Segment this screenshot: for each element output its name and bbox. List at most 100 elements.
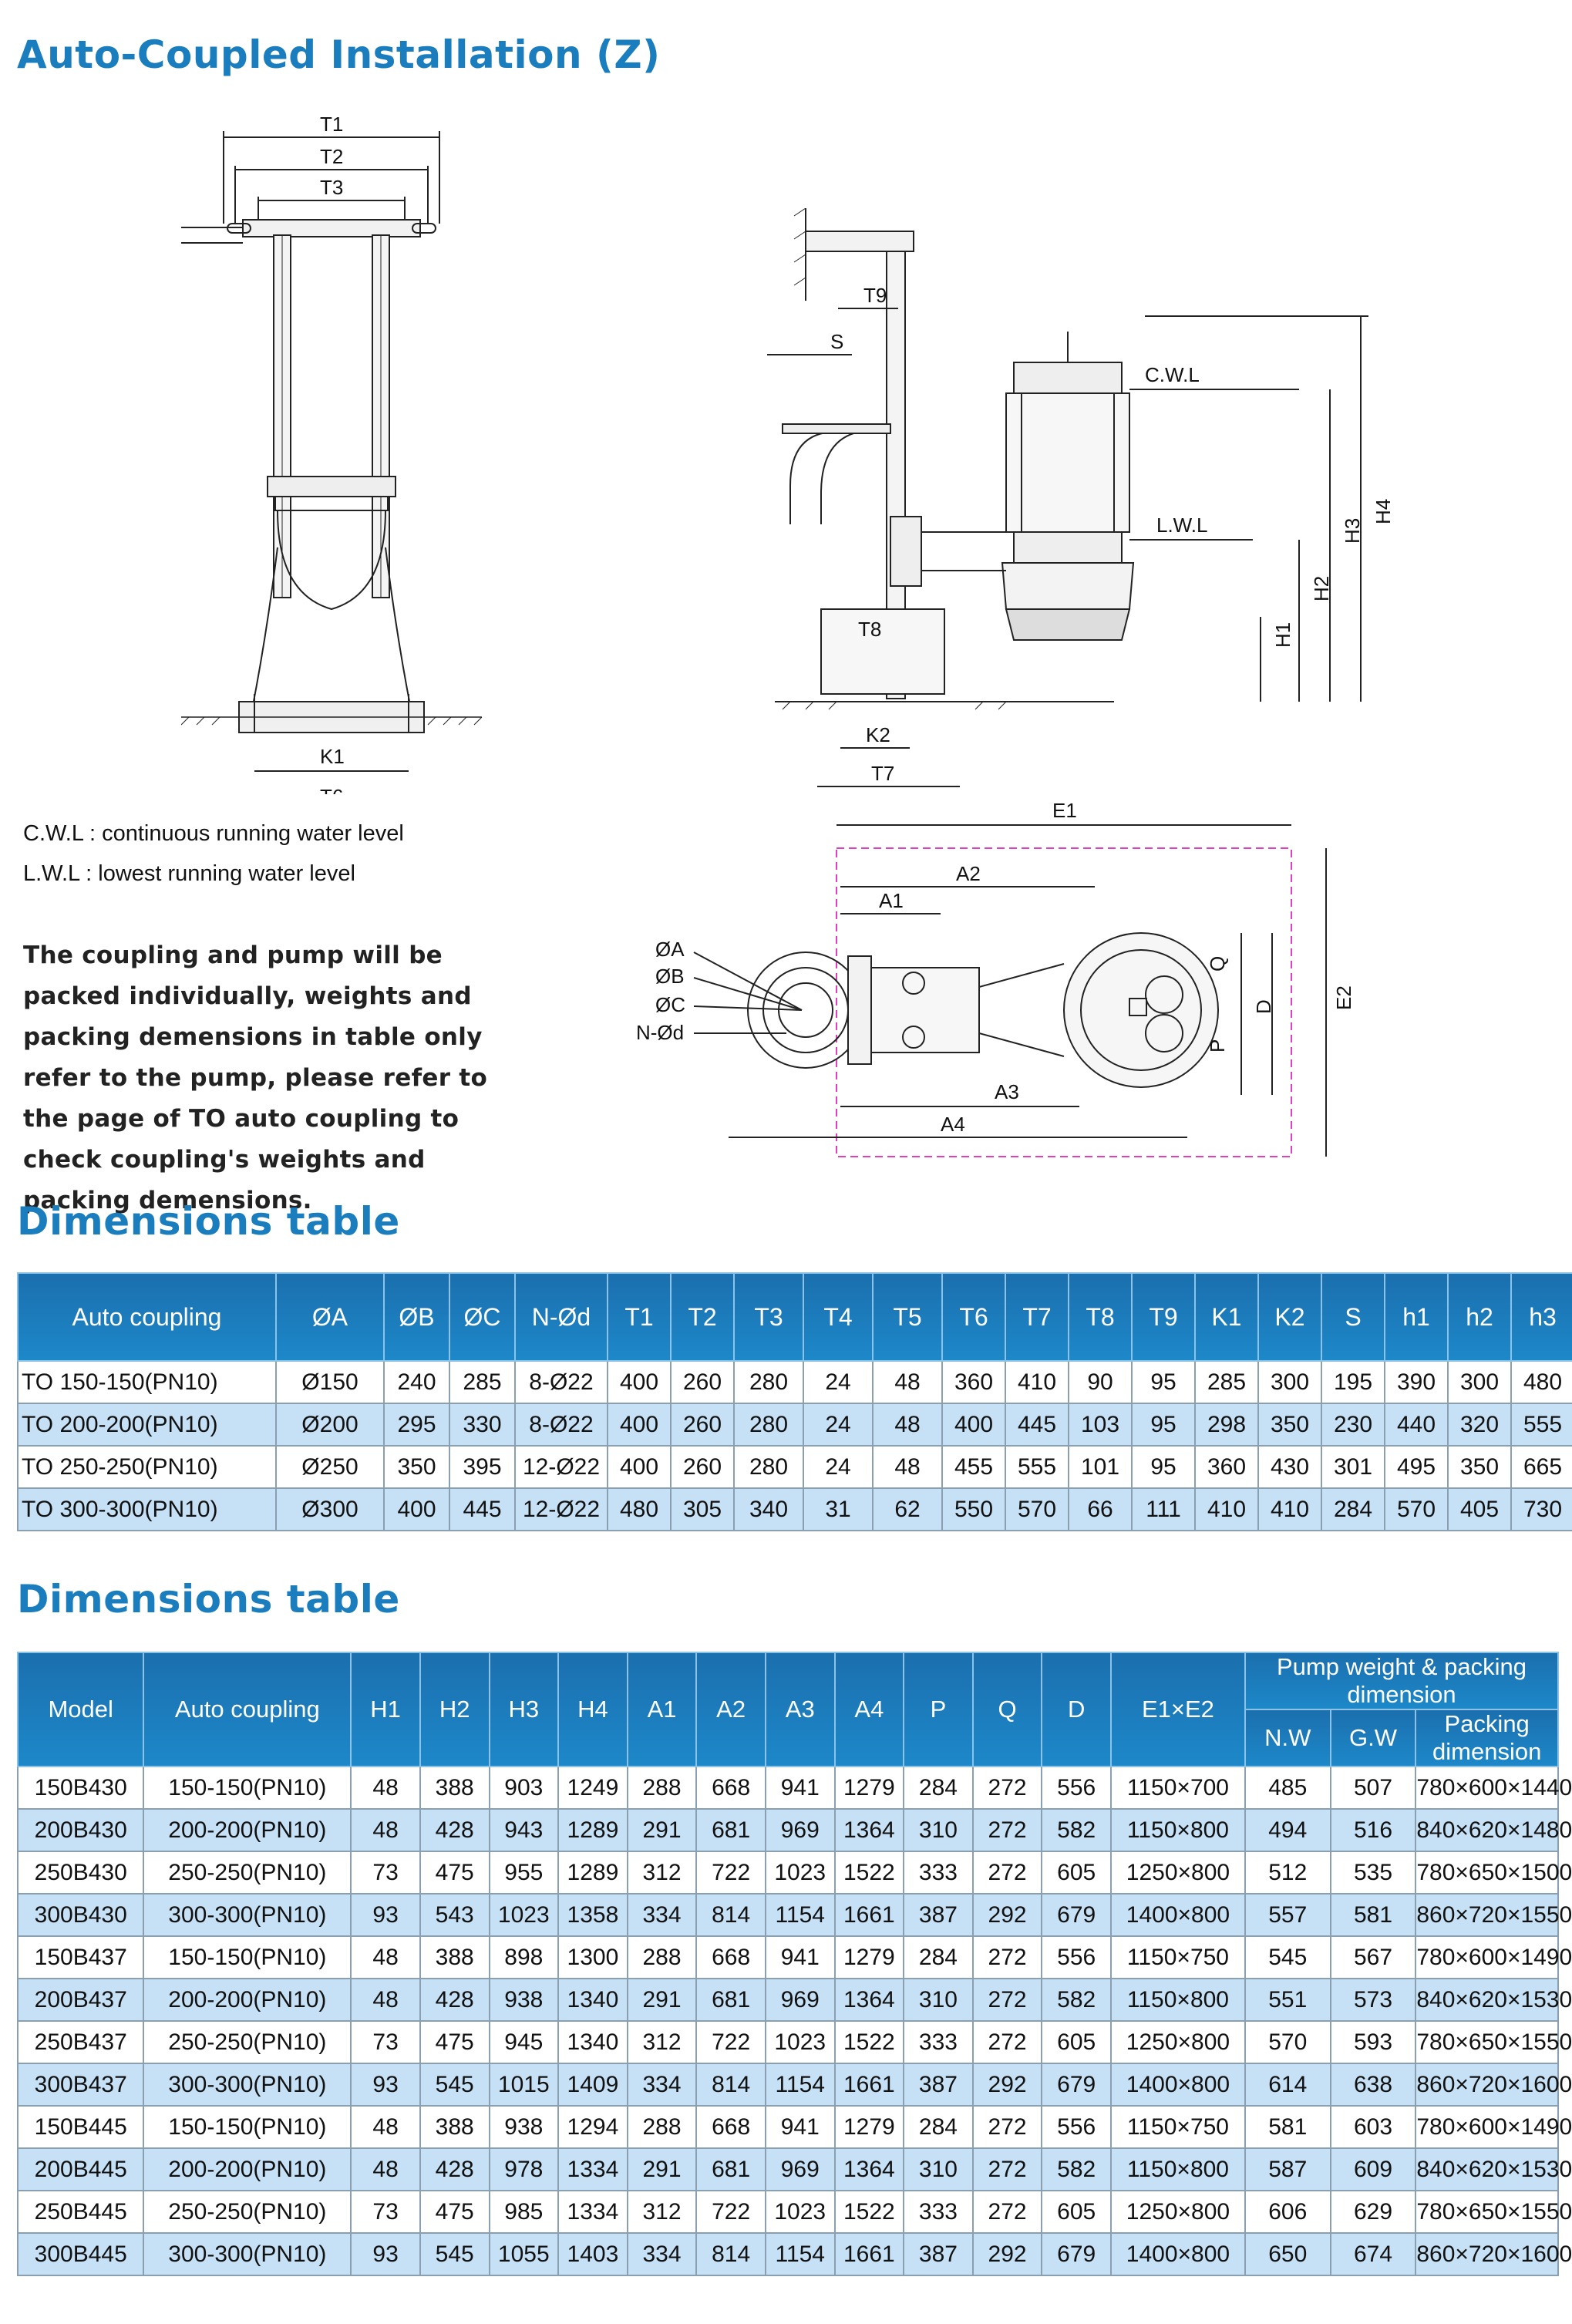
table-cell: 485 <box>1244 1766 1331 1810</box>
table-cell: 665 <box>1510 1445 1572 1489</box>
column-header: E1×E2 <box>1109 1652 1246 1767</box>
legend-row: L.W.L : lowest running water level <box>23 854 404 894</box>
table-cell: 62 <box>872 1487 943 1531</box>
table-cell: 605 <box>1041 2020 1112 2064</box>
table-cell: 840×620×1530 <box>1415 1978 1572 2022</box>
table-cell: 48 <box>350 1935 421 1979</box>
table-cell: 629 <box>1329 2190 1417 2234</box>
table-cell: 400 <box>607 1360 672 1404</box>
table-cell: 555 <box>1005 1445 1069 1489</box>
table-cell: 440 <box>1384 1403 1449 1447</box>
dim-label: A1 <box>879 889 904 912</box>
column-header: A3 <box>764 1652 836 1767</box>
table-cell: 334 <box>626 2232 698 2276</box>
table-cell: 1023 <box>488 1893 560 1937</box>
table-cell: 1364 <box>833 2147 905 2191</box>
table-cell: 1150×800 <box>1109 1808 1246 1852</box>
table-cell: 1294 <box>557 2105 628 2149</box>
column-header: N-Ød <box>514 1272 608 1362</box>
table-cell: 1358 <box>557 1893 628 1937</box>
table-cell: 1400×800 <box>1109 2063 1246 2107</box>
table-cell: 150-150(PN10) <box>143 2105 352 2149</box>
table-cell: 681 <box>695 2147 766 2191</box>
table-cell: 1340 <box>557 1978 628 2022</box>
table-cell: 605 <box>1041 1851 1112 1895</box>
table-cell: 284 <box>903 1766 974 1810</box>
table-cell: 550 <box>941 1487 1006 1531</box>
table-cell: 475 <box>419 2190 490 2234</box>
legend-text: continuous running water level <box>102 821 404 846</box>
table-cell: 606 <box>1244 2190 1331 2234</box>
table-cell: 292 <box>971 2063 1043 2107</box>
table-cell: 24 <box>803 1445 874 1489</box>
table-cell: 969 <box>764 1978 836 2022</box>
table-cell: 430 <box>1257 1445 1322 1489</box>
column-header: T1 <box>607 1272 672 1362</box>
dim-label: K2 <box>866 723 890 746</box>
dim-label: H3 <box>1341 518 1364 544</box>
legend: C.W.L : continuous running water level L… <box>23 813 404 894</box>
table-cell: 272 <box>971 2190 1043 2234</box>
table-cell: 1661 <box>833 1893 905 1937</box>
table-cell: 475 <box>419 2020 490 2064</box>
table-cell: 1150×750 <box>1109 1935 1246 1979</box>
table-cell: 681 <box>695 1978 766 2022</box>
table-cell: 284 <box>1321 1487 1385 1531</box>
table-cell: 1154 <box>764 2063 836 2107</box>
table-cell: 814 <box>695 2063 766 2107</box>
table-cell: 556 <box>1041 2105 1112 2149</box>
table-cell: 280 <box>733 1445 804 1489</box>
dim-label: ØC <box>655 993 685 1016</box>
table-cell: 969 <box>764 1808 836 1852</box>
table-cell: 300-300(PN10) <box>143 1893 352 1937</box>
table-cell: 288 <box>626 1766 698 1810</box>
table-cell: 545 <box>1244 1935 1331 1979</box>
table-cell: 570 <box>1384 1487 1449 1531</box>
table-cell: 545 <box>419 2232 490 2276</box>
dim-label: E1 <box>1052 799 1077 822</box>
table-cell: 48 <box>872 1403 943 1447</box>
table-cell: 480 <box>607 1487 672 1531</box>
table-cell: 557 <box>1244 1893 1331 1937</box>
table-cell: 272 <box>971 1766 1043 1810</box>
column-header: H2 <box>419 1652 490 1767</box>
table-cell: 387 <box>903 2232 974 2276</box>
table-cell: 730 <box>1510 1487 1572 1531</box>
table-cell: 1661 <box>833 2232 905 2276</box>
table-cell: 284 <box>903 1935 974 1979</box>
table-cell: 1250×800 <box>1109 2020 1246 2064</box>
table-cell: 1154 <box>764 1893 836 1937</box>
table-cell: 333 <box>903 2020 974 2064</box>
table-cell: 291 <box>626 1808 698 1852</box>
table-cell: 1300 <box>557 1935 628 1979</box>
table-cell: 1150×700 <box>1109 1766 1246 1810</box>
dim-label: N-Ød <box>636 1021 684 1044</box>
section-heading: Dimensions table <box>17 1199 400 1244</box>
table-cell: 1334 <box>557 2190 628 2234</box>
table-cell: 1409 <box>557 2063 628 2107</box>
table-cell: Ø200 <box>275 1403 385 1447</box>
table-cell: 814 <box>695 2232 766 2276</box>
table-cell: 1364 <box>833 1808 905 1852</box>
column-header: H1 <box>350 1652 421 1767</box>
table-cell: 66 <box>1068 1487 1133 1531</box>
table-cell: 300B437 <box>16 2063 145 2107</box>
table-cell: 605 <box>1041 2190 1112 2234</box>
table-cell: 280 <box>733 1403 804 1447</box>
section-heading: Dimensions table <box>17 1577 400 1622</box>
table-cell: 320 <box>1447 1403 1512 1447</box>
table-cell: TO 250-250(PN10) <box>17 1445 277 1489</box>
column-header: Auto coupling <box>17 1272 277 1362</box>
table-cell: 507 <box>1329 1766 1417 1810</box>
table-cell: 1522 <box>833 2190 905 2234</box>
table-cell: 603 <box>1329 2105 1417 2149</box>
column-header: T6 <box>941 1272 1006 1362</box>
table-cell: 941 <box>764 1766 836 1810</box>
table-cell: 250-250(PN10) <box>143 2190 352 2234</box>
